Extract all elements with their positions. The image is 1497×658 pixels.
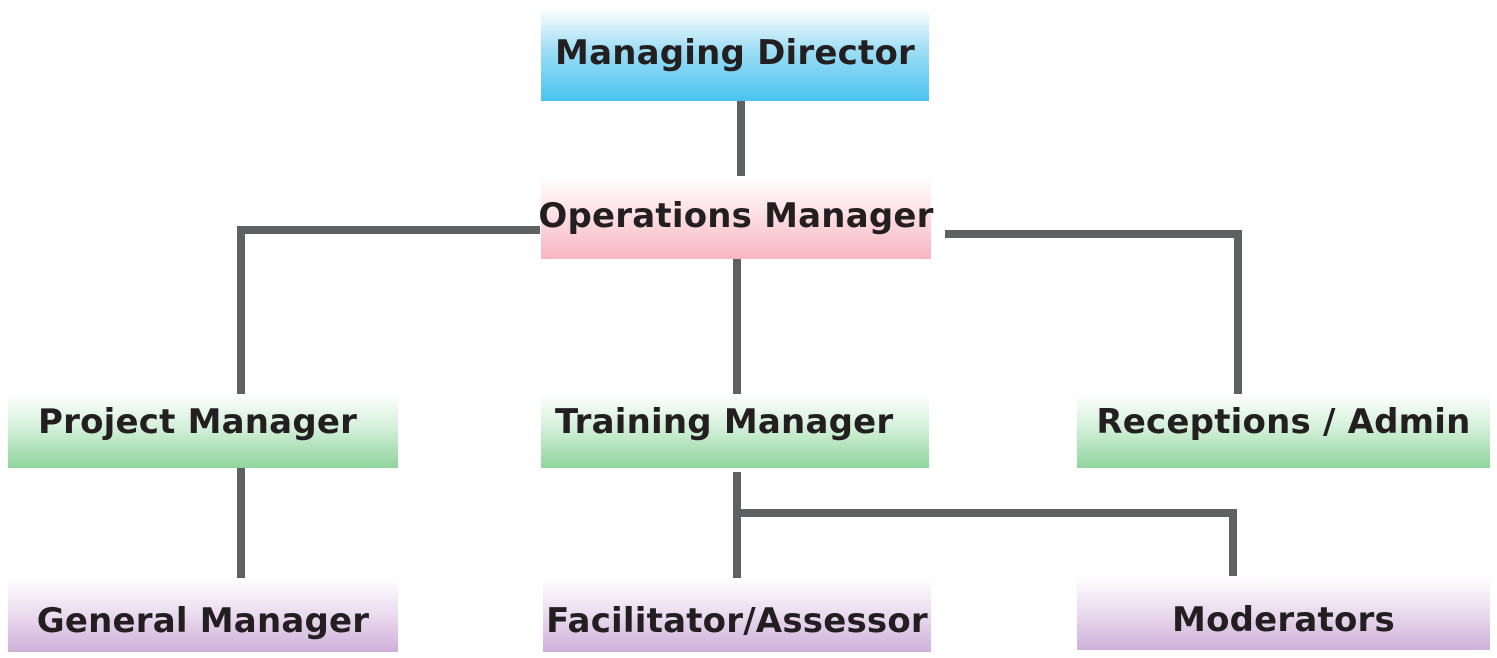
connector-operations-right-horizontal <box>945 230 1242 238</box>
operations-manager-box: Operations Manager <box>538 176 934 259</box>
moderators-box: Moderators <box>1077 576 1490 650</box>
connector-operations-to-project-vertical <box>237 226 245 394</box>
connector-operations-left-horizontal <box>237 226 540 234</box>
receptions-admin-box: Receptions / Admin <box>1077 394 1490 468</box>
managing-director-box: Managing Director <box>541 8 929 101</box>
managing-director-label: Managing Director <box>555 32 915 73</box>
project-manager-box: Project Manager <box>8 394 398 468</box>
connector-training-to-moderators-vertical <box>1229 509 1237 576</box>
connector-training-to-facilitator <box>733 472 741 580</box>
connector-director-to-operations <box>737 100 745 176</box>
operations-manager-label: Operations Manager <box>538 195 934 236</box>
connector-operations-to-training <box>733 258 741 400</box>
facilitator-assessor-box: Facilitator/Assessor <box>543 578 931 652</box>
general-manager-label: General Manager <box>36 601 370 641</box>
moderators-label: Moderators <box>1172 600 1395 640</box>
connector-operations-to-receptions-vertical <box>1234 230 1242 400</box>
connector-training-right-horizontal <box>733 509 1237 517</box>
training-manager-box: Training Manager <box>541 394 929 468</box>
training-manager-label: Training Manager <box>555 402 894 442</box>
project-manager-label: Project Manager <box>38 402 358 442</box>
receptions-admin-label: Receptions / Admin <box>1096 402 1471 442</box>
facilitator-assessor-label: Facilitator/Assessor <box>546 601 928 641</box>
general-manager-box: General Manager <box>8 578 398 652</box>
connector-project-to-general <box>237 467 245 578</box>
